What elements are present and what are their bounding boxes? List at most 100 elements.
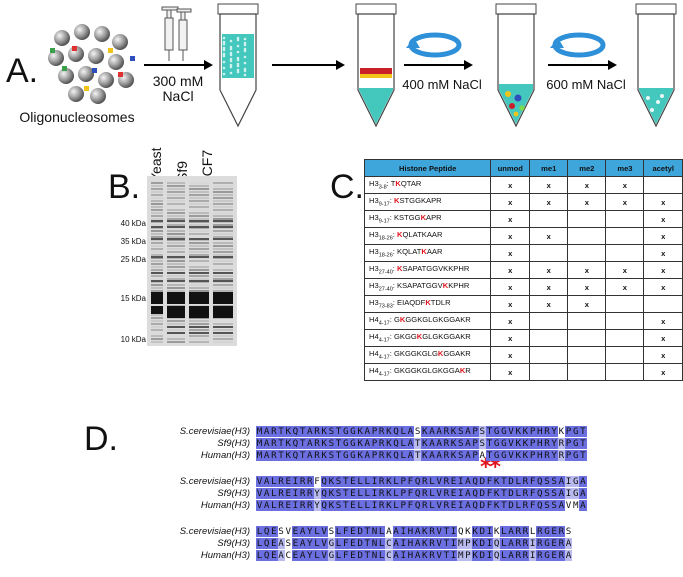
residue: T: [500, 499, 508, 511]
residue: C: [285, 549, 292, 561]
residue: I: [399, 537, 407, 549]
centrifuge-spin-icon: [550, 32, 606, 58]
tube-icon: [217, 3, 259, 128]
residue: V: [285, 525, 292, 537]
residue: S: [550, 487, 558, 499]
residue: K: [450, 425, 458, 437]
residue: A: [406, 437, 415, 449]
gel-band: [151, 256, 163, 258]
speckle: [243, 61, 247, 65]
mark-cell: x: [643, 244, 683, 262]
residue: P: [464, 549, 472, 561]
residue: E: [550, 549, 558, 561]
residue: P: [399, 475, 407, 487]
residue: A: [565, 537, 573, 549]
residue: A: [565, 549, 573, 561]
residue: E: [450, 499, 458, 511]
gel-smear: [189, 206, 209, 208]
gel-smear: [167, 254, 185, 256]
gel-smear: [167, 251, 185, 253]
residue: R: [313, 437, 321, 449]
residue: T: [486, 449, 494, 461]
separator: :: [389, 349, 394, 359]
gel-band: [167, 310, 185, 314]
residue: P: [464, 537, 472, 549]
gel-smear: [189, 335, 209, 337]
sequence-alignment: S.cerevisiae(H3)MARTKQTARKSTGGKAPRKQLASK…: [162, 425, 587, 575]
gel-smear: [151, 248, 163, 250]
residue: G: [543, 525, 551, 537]
nucleosome-bead: [54, 30, 70, 46]
gel-smear: [213, 206, 233, 208]
residue: A: [306, 425, 314, 437]
gel-smear: [151, 206, 163, 208]
peptide-seq: GGAKR: [443, 349, 471, 359]
gel-smear: [189, 188, 209, 190]
residue: E: [291, 549, 300, 561]
mark-cell: [567, 227, 607, 245]
residue: L: [428, 475, 436, 487]
gel-band: [189, 326, 209, 328]
gel-smear: [151, 260, 163, 262]
residue: K: [421, 449, 429, 461]
mark-cell: x: [529, 278, 569, 296]
residue: V: [435, 487, 443, 499]
peptide-seq: APR: [426, 213, 442, 223]
mark-cell: [567, 210, 607, 228]
residue: V: [256, 475, 264, 487]
gel-smear: [189, 203, 209, 205]
peptide-cell: H44-17: GKGGKGLGKGGAKR: [363, 346, 492, 364]
residue: N: [371, 525, 379, 537]
residue: D: [507, 487, 515, 499]
mark-cell: x: [490, 278, 531, 296]
residue-range: 4-17: [378, 354, 390, 361]
speckle: [222, 54, 226, 58]
gel-smear: [151, 233, 163, 235]
residue: A: [392, 525, 400, 537]
speckle: [222, 36, 226, 40]
gel-smear: [213, 188, 233, 190]
residue: D: [478, 537, 486, 549]
residue: Y: [313, 487, 321, 499]
mark-cell: [529, 244, 569, 262]
gel-smear: [213, 224, 233, 226]
residue: Q: [536, 487, 544, 499]
gel-smear: [213, 215, 233, 217]
sequence: MARTKQTARKSTGGKAPRKQLATKAARKSAPATGGVKKPH…: [256, 449, 587, 461]
species-name: Human(H3): [200, 499, 250, 511]
mark-cell: x: [643, 329, 683, 347]
marker-15kda: 15 kDa: [120, 294, 146, 303]
gel-smear: [213, 290, 233, 292]
residue: L: [392, 487, 400, 499]
speckle: [236, 36, 240, 40]
histone-name: H3: [369, 298, 379, 308]
residue: G: [500, 449, 508, 461]
gel-band: [189, 300, 209, 304]
residue: S: [457, 449, 465, 461]
residue: A: [507, 549, 515, 561]
modified-lysine: K: [397, 264, 403, 274]
residue: E: [291, 525, 300, 537]
sequence: LQEACEAYLVGLFEDTNLCAIHAKRVTIMPKDIQLARRIR…: [256, 549, 573, 561]
residue: G: [572, 475, 580, 487]
residue: R: [442, 475, 451, 487]
residue: A: [464, 475, 472, 487]
residue: A: [464, 499, 472, 511]
residue: V: [320, 549, 328, 561]
residue: V: [507, 449, 515, 461]
gel-smear: [167, 182, 185, 184]
step1-label: 300 mM NaCl: [152, 73, 204, 105]
gel-smear: [151, 191, 163, 193]
residue: I: [399, 549, 407, 561]
gel-band: [167, 220, 185, 222]
mark-cell: [605, 210, 645, 228]
mark-cell: x: [490, 176, 531, 194]
speckle: [236, 50, 240, 54]
gel-smear: [167, 320, 185, 322]
residue: C: [385, 537, 393, 549]
gel-smear: [151, 290, 163, 292]
gel-smear: [189, 254, 209, 256]
residue: L: [500, 525, 508, 537]
